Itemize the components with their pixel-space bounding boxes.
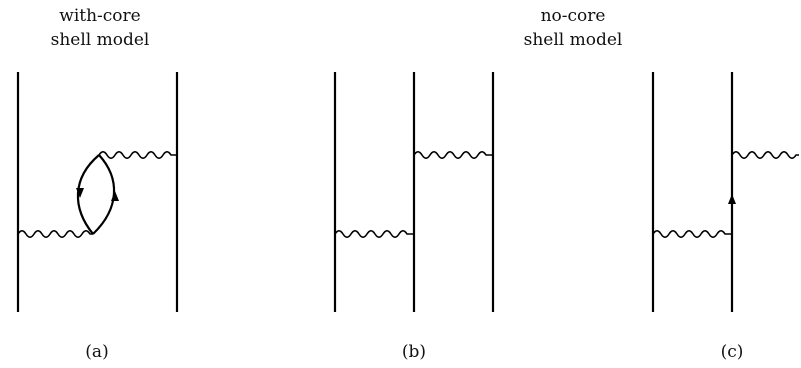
header-with-core-line2: shell model	[50, 30, 150, 50]
panel-a-lower-wavy	[17, 230, 93, 238]
header-no-core-line1: no-core	[540, 6, 606, 26]
panel-b-lower-wavy	[334, 230, 414, 238]
panel-c-arrow-up	[728, 194, 736, 204]
header-with-core-line1: with-core	[59, 6, 141, 26]
header-with-core: with-core shell model	[30, 4, 170, 52]
panel-c-diagram	[651, 72, 799, 312]
panel-b-label: (b)	[401, 342, 427, 362]
panel-a-arrow-up	[111, 191, 119, 201]
panel-a-diagram	[16, 72, 179, 312]
panel-c-label: (c)	[720, 342, 744, 362]
panel-b-upper-wavy	[413, 151, 493, 159]
header-no-core-line2: shell model	[523, 30, 623, 50]
panel-a-upper-wavy	[98, 151, 177, 159]
header-no-core: no-core shell model	[498, 4, 648, 52]
panel-a-label: (a)	[85, 342, 109, 362]
panel-b-diagram	[333, 72, 495, 312]
panel-a-arrow-down	[76, 188, 84, 198]
panel-a-loop-right-arc	[92, 154, 116, 235]
panel-c-upper-wavy	[731, 151, 799, 159]
panel-a-loop-left-arc	[76, 154, 100, 235]
panel-c-lower-wavy	[652, 230, 732, 238]
